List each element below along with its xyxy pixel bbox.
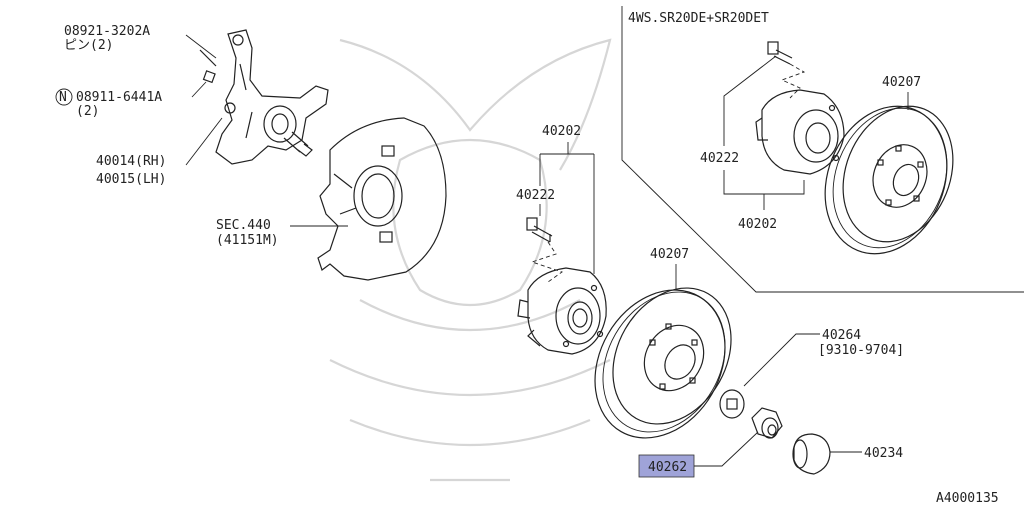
nut-circle-letter: N [59, 90, 67, 105]
label-rotor-main[interactable]: 40207 [650, 247, 689, 262]
leader-pin [185, 34, 217, 59]
diagram-code: A4000135 [936, 491, 999, 506]
hub-nut-icon [751, 407, 783, 439]
bracket-inset-hub [723, 170, 805, 210]
label-pin-part[interactable]: 08921-3202A [64, 24, 150, 39]
label-baffle-ref: (41151M) [216, 233, 279, 248]
label-hub-main[interactable]: 40202 [542, 124, 581, 139]
label-washer-part[interactable]: 40264 [822, 328, 861, 343]
label-pin-name: ピン(2) [64, 38, 113, 53]
leader-washer [743, 333, 820, 387]
label-washer-dates: [9310-9704] [818, 343, 904, 358]
label-cap-part[interactable]: 40234 [864, 446, 903, 461]
washer-icon [719, 389, 745, 419]
inset-bolt-icon [767, 41, 793, 65]
variant-label: 4WS.SR20DE+SR20DET [628, 11, 769, 26]
brake-rotor-icon [594, 287, 732, 439]
label-nut-qty: (2) [76, 104, 99, 119]
hub-bolt-path [530, 241, 563, 283]
grease-cap-icon [792, 433, 831, 475]
nut-circle-icon: N [55, 88, 73, 106]
label-baffle-sec[interactable]: SEC.440 [216, 218, 271, 233]
label-knuckle-lh[interactable]: 40015(LH) [96, 172, 166, 187]
label-knuckle-rh[interactable]: 40014(RH) [96, 154, 166, 169]
bracket-hub-main [539, 142, 595, 274]
leader-knuckle [185, 117, 223, 166]
inset-bolt-path [780, 63, 806, 99]
label-inset-bolt[interactable]: 40222 [700, 151, 739, 166]
hub-assembly-icon [517, 267, 607, 355]
leader-inset-bolt [723, 55, 777, 146]
watermark-emblem [329, 38, 612, 482]
label-inset-rotor[interactable]: 40207 [882, 75, 921, 90]
label-nut-part[interactable]: 08911-6441A [76, 90, 162, 105]
leader-nut [191, 81, 207, 98]
hub-bolt-icon [526, 217, 553, 243]
label-inset-hub[interactable]: 40202 [738, 217, 777, 232]
knuckle-icon [215, 29, 329, 165]
pin-icon [199, 49, 217, 67]
inset-border [621, 6, 1024, 293]
baffle-plate-icon [317, 117, 447, 281]
small-nut-icon [202, 70, 216, 84]
label-bolt-main[interactable]: 40222 [516, 188, 555, 203]
leader-nut-hub [694, 431, 759, 467]
label-nut-hub[interactable]: 40262 [648, 460, 687, 475]
inset-rotor-icon [824, 105, 954, 255]
